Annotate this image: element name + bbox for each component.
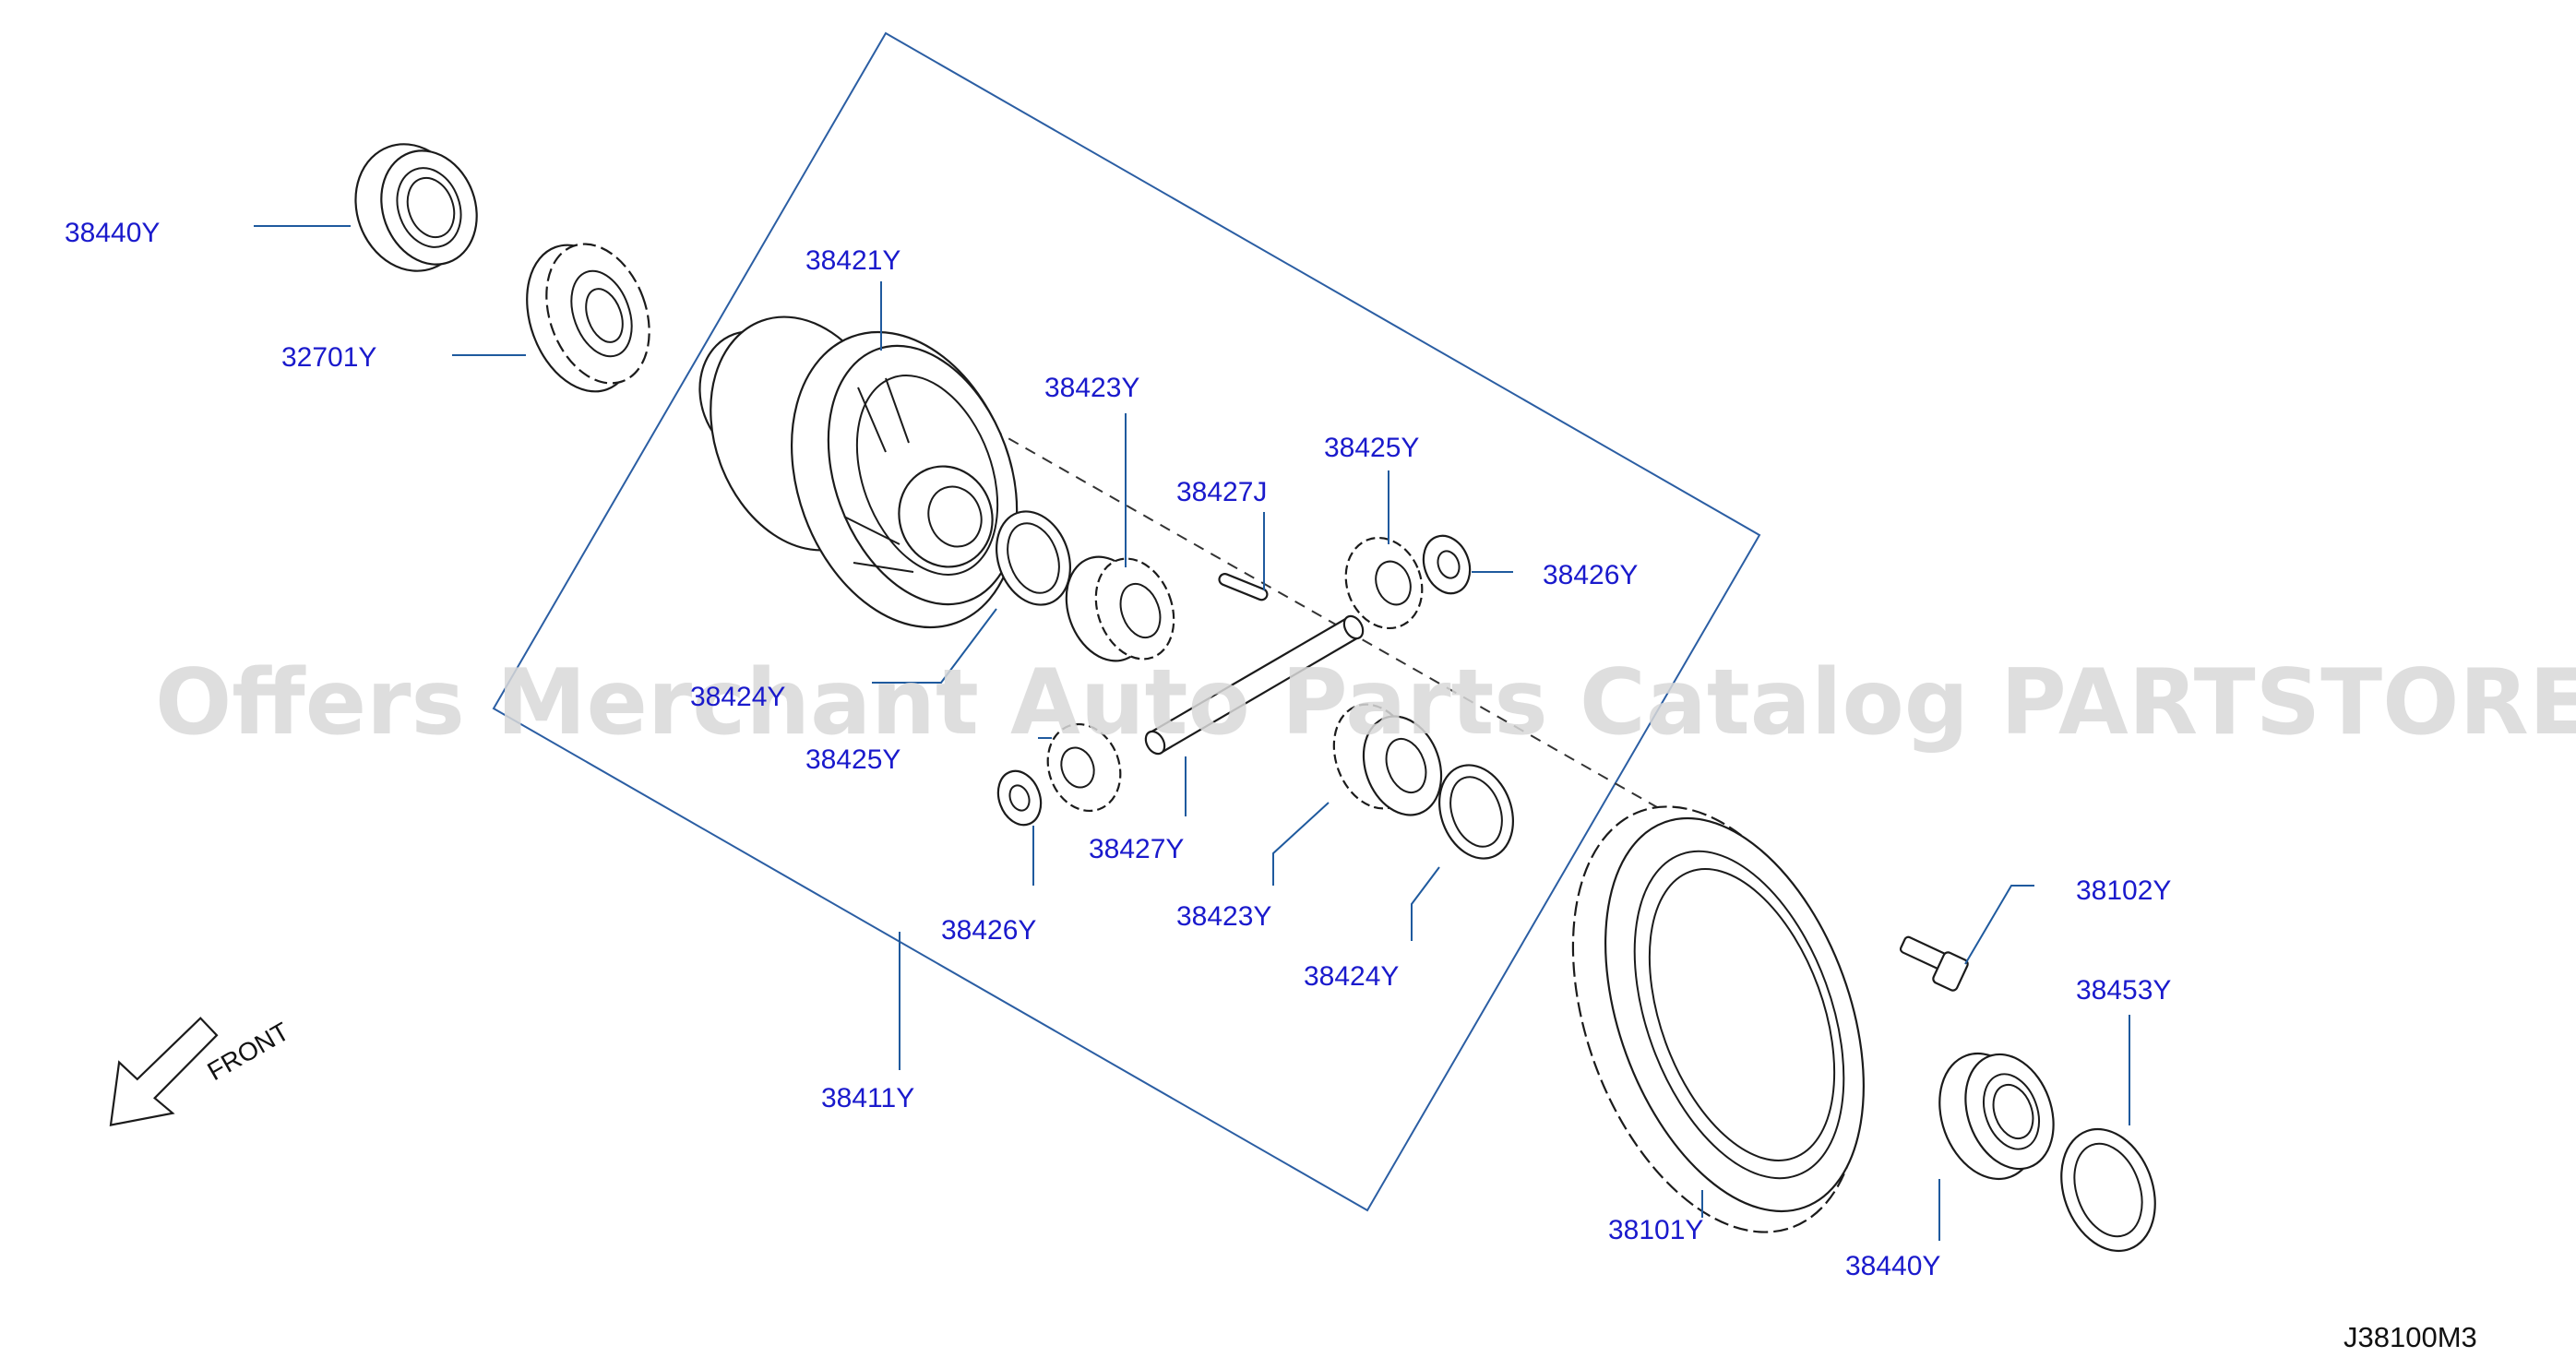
label-38421Y[interactable]: 38421Y	[805, 245, 900, 276]
bearing-lower[interactable]	[1923, 1040, 2069, 1193]
label-38101Y[interactable]: 38101Y	[1608, 1215, 1703, 1245]
ring-gear[interactable]	[1519, 768, 1913, 1272]
label-38102Y[interactable]: 38102Y	[2076, 875, 2171, 906]
diagram-code: J38100M3	[2343, 1321, 2477, 1353]
part-labels: 38440Y 32701Y 38421Y 38423Y 38427J 38425…	[65, 218, 2171, 1281]
label-38423Y-lower[interactable]: 38423Y	[1176, 901, 1271, 932]
pinion-gear-upper[interactable]	[1333, 527, 1434, 638]
side-gear-lower[interactable]	[1320, 693, 1455, 826]
pinion-gear-lower[interactable]	[1036, 714, 1132, 821]
bearing-upper[interactable]	[339, 128, 493, 286]
shim[interactable]	[2045, 1116, 2172, 1265]
label-38453Y[interactable]: 38453Y	[2076, 975, 2171, 1006]
label-38427J[interactable]: 38427J	[1176, 477, 1267, 507]
lock-pin[interactable]	[1218, 572, 1269, 601]
ring-gear-bolt[interactable]	[1899, 935, 1970, 992]
pinion-washer-lower[interactable]	[991, 765, 1048, 830]
differential-case[interactable]	[679, 291, 1055, 659]
label-38411Y[interactable]: 38411Y	[821, 1083, 914, 1113]
front-label: FRONT	[203, 1017, 294, 1086]
label-38424Y-lower[interactable]: 38424Y	[1304, 961, 1399, 992]
leader-lines	[254, 225, 2130, 1241]
label-38425Y-upper[interactable]: 38425Y	[1324, 433, 1419, 463]
assembly-frame	[492, 31, 1761, 1212]
pinion-washer-upper[interactable]	[1416, 530, 1478, 601]
watermark: Offers Merchant Auto Parts Catalog PARTS…	[155, 650, 2576, 756]
thrust-washer-upper[interactable]	[984, 501, 1083, 615]
speedometer-gear[interactable]	[507, 230, 667, 407]
label-38440Y-lower[interactable]: 38440Y	[1845, 1251, 1940, 1281]
label-38424Y-upper[interactable]: 38424Y	[690, 682, 785, 712]
label-38423Y-upper[interactable]: 38423Y	[1044, 373, 1139, 403]
label-32701Y[interactable]: 32701Y	[281, 342, 376, 373]
label-38426Y-upper[interactable]: 38426Y	[1543, 560, 1638, 590]
front-arrow-icon	[109, 1017, 219, 1126]
side-gear-upper[interactable]	[1053, 545, 1187, 673]
label-38425Y-lower[interactable]: 38425Y	[805, 744, 900, 775]
pinion-shaft[interactable]	[1142, 613, 1367, 757]
label-38426Y-lower[interactable]: 38426Y	[941, 915, 1036, 946]
label-38440Y-upper[interactable]: 38440Y	[65, 218, 160, 248]
label-38427Y[interactable]: 38427Y	[1089, 834, 1184, 864]
thrust-washer-lower[interactable]	[1427, 755, 1526, 869]
